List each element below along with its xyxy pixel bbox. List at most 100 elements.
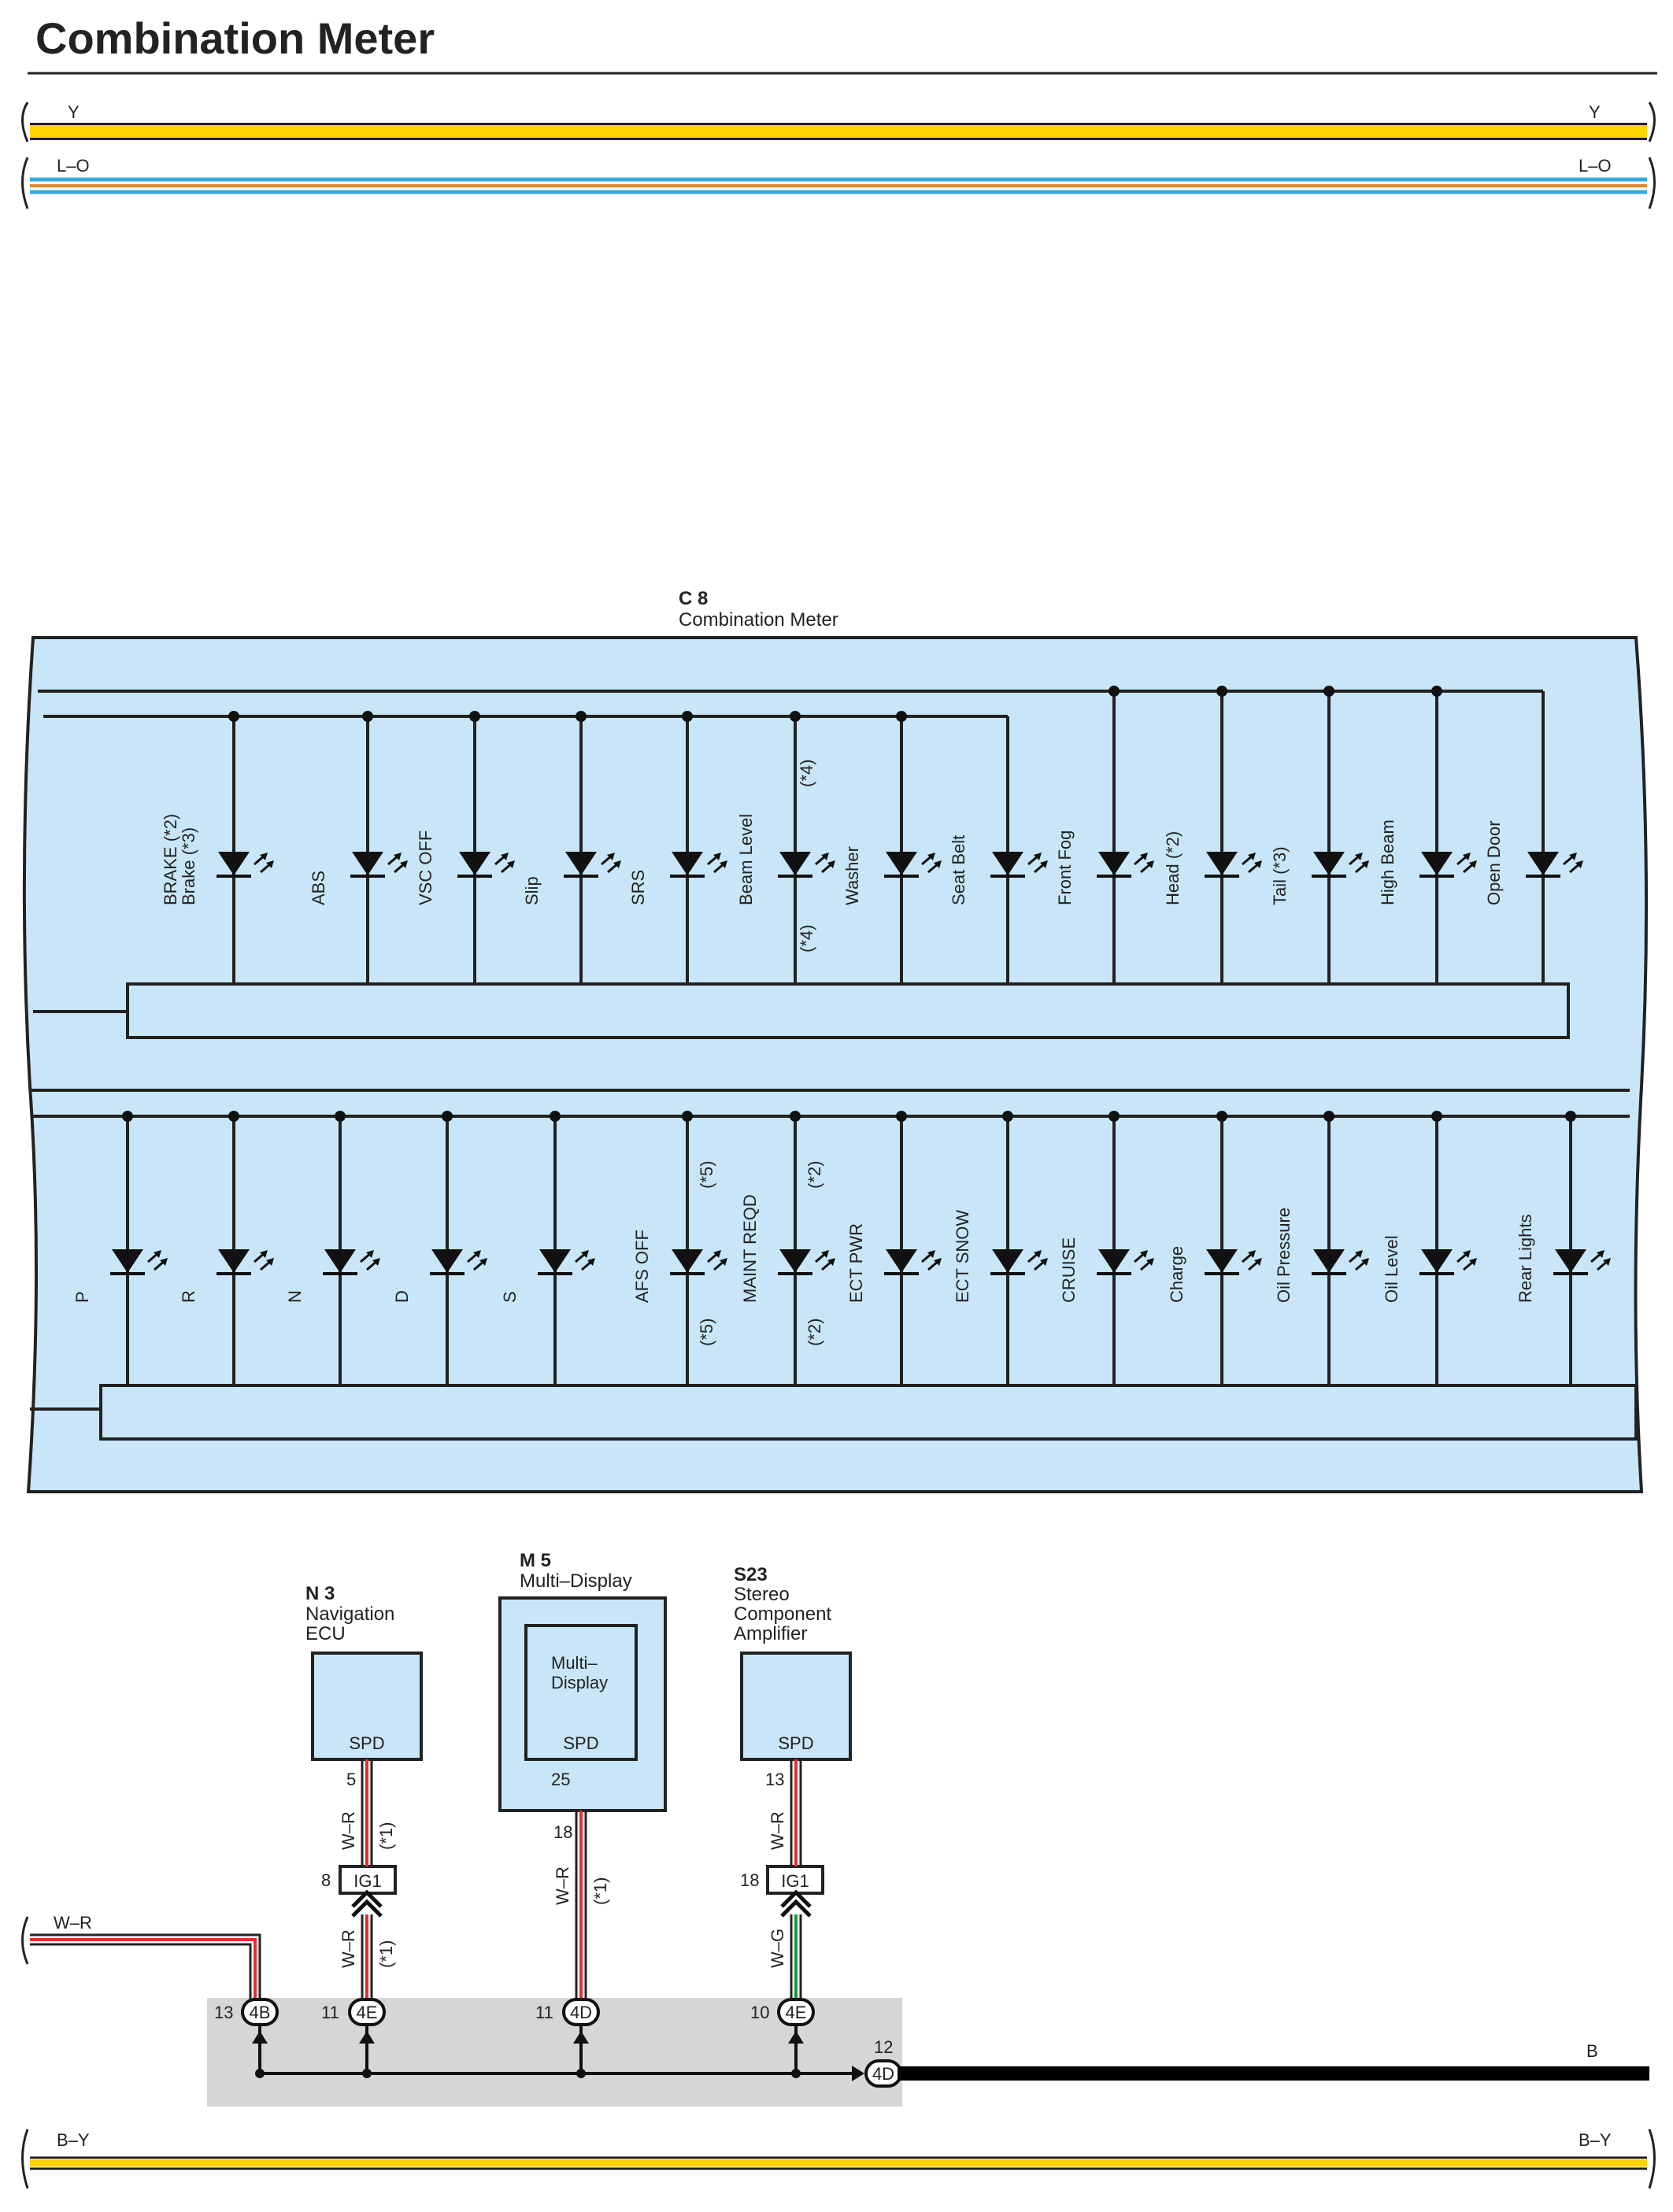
indicator-led-icon bbox=[110, 1249, 168, 1275]
top-indicator-label: Slip bbox=[522, 876, 542, 905]
junction-dot bbox=[1431, 1111, 1442, 1122]
n3-pin: 5 bbox=[346, 1770, 356, 1789]
junction-dot bbox=[1002, 1111, 1013, 1122]
junction-connector: 4E 10 bbox=[750, 1998, 815, 2078]
m5-note: (*1) bbox=[590, 1877, 610, 1905]
indicator-led-icon bbox=[217, 852, 274, 878]
bottom-wire-by: B–Y B–Y bbox=[21, 2129, 1656, 2189]
indicator-led-icon bbox=[564, 852, 621, 878]
bottom-indicator-label: Oil Pressure bbox=[1274, 1208, 1294, 1303]
ground-wire-b: B bbox=[898, 2041, 1649, 2081]
bottom-indicator-label: N bbox=[285, 1290, 305, 1303]
bottom-controller-bar bbox=[99, 1384, 1638, 1441]
junction-connector-pin: 13 bbox=[214, 2003, 233, 2022]
junction-dot bbox=[1431, 686, 1442, 697]
n3-lower-wire: W–R bbox=[339, 1929, 358, 1968]
indicator-led-icon bbox=[670, 852, 727, 878]
junction-dot bbox=[228, 1111, 239, 1122]
top-indicator-label: High Beam bbox=[1378, 819, 1397, 905]
left-wire-label: W–R bbox=[54, 1913, 92, 1933]
top-controller-bar bbox=[126, 982, 1570, 1039]
junction-dot bbox=[1109, 1111, 1120, 1122]
bottom-indicator-label: R bbox=[179, 1290, 198, 1303]
indicator-led-icon bbox=[217, 1249, 274, 1275]
s23-lower-wire: W–G bbox=[768, 1929, 787, 1968]
meter-code: C 8 bbox=[679, 588, 708, 609]
meter-body bbox=[22, 636, 1649, 1493]
top-indicator-label: ABS bbox=[309, 871, 328, 905]
s23-name-2: Component bbox=[734, 1604, 831, 1625]
indicator-led-icon bbox=[884, 1249, 942, 1275]
connector-chevron-icon bbox=[351, 1889, 383, 1908]
junction-connector-label: 4E bbox=[786, 2003, 807, 2022]
n3-ig-pin: 8 bbox=[321, 1870, 331, 1890]
indicator-led-icon bbox=[1097, 1249, 1154, 1275]
junction-connector-pin: 10 bbox=[750, 2003, 769, 2022]
s23-code: S23 bbox=[734, 1564, 768, 1585]
top-indicator-label: Beam Level bbox=[736, 814, 756, 905]
junction-dot bbox=[550, 1111, 561, 1122]
junction-connector-pin: 12 bbox=[874, 2037, 893, 2057]
top-indicator-label-2: Brake (*3) bbox=[179, 827, 198, 905]
junction-dot bbox=[335, 1111, 346, 1122]
top-indicator-label: Open Door bbox=[1484, 820, 1504, 905]
top-indicator-label: SRS bbox=[628, 870, 648, 905]
bottom-indicator-note: (*2) bbox=[805, 1161, 824, 1189]
indicator-led-icon bbox=[430, 1249, 487, 1275]
junction-dot bbox=[362, 711, 373, 722]
bottom-indicator-note: (*5) bbox=[697, 1319, 716, 1346]
bottom-indicator-label: S bbox=[500, 1291, 520, 1303]
junction-dot bbox=[1216, 1111, 1227, 1122]
wire-label-lo-right: L–O bbox=[1579, 156, 1612, 176]
indicator-led-icon bbox=[1419, 1249, 1477, 1275]
top-indicator-label: Head (*2) bbox=[1163, 831, 1183, 905]
indicator-led-icon bbox=[990, 1249, 1048, 1275]
s23-name-3: Amplifier bbox=[734, 1623, 807, 1644]
top-row-indicators: BRAKE (*2)Brake (*3) ABS VSC OFF Slip SRS Bea… bbox=[161, 686, 1583, 984]
junction-connector-pin: 11 bbox=[321, 2003, 339, 2022]
component-multi-display: M 5 Multi–Display Multi– Display SPD 25 … bbox=[498, 1550, 667, 1905]
junction-dot bbox=[576, 711, 587, 722]
junction-dot bbox=[442, 1111, 453, 1122]
n3-lower-note: (*1) bbox=[376, 1940, 396, 1968]
s23-name-1: Stereo bbox=[734, 1584, 790, 1605]
n3-name-1: Navigation bbox=[305, 1604, 394, 1625]
top-indicator-label: BRAKE (*2) bbox=[161, 814, 180, 905]
junction-connector-label: 4D bbox=[872, 2064, 894, 2084]
indicator-led-icon bbox=[1205, 1249, 1262, 1275]
junction-dot bbox=[1565, 1111, 1576, 1122]
ground-label: B bbox=[1586, 2041, 1598, 2061]
indicator-led-icon bbox=[990, 852, 1048, 878]
s23-ig-label: IG1 bbox=[781, 1871, 809, 1891]
indicator-led-icon bbox=[1097, 852, 1154, 878]
m5-code: M 5 bbox=[520, 1550, 551, 1571]
bottom-indicator-label: Charge bbox=[1167, 1246, 1186, 1303]
junction-dot bbox=[682, 711, 693, 722]
junction-dot bbox=[896, 1111, 907, 1122]
top-wire-y: Y Y bbox=[21, 102, 1656, 142]
top-indicator-label: Washer bbox=[842, 846, 862, 905]
junction-dot bbox=[1323, 686, 1334, 697]
junction-dot bbox=[682, 1111, 693, 1122]
junction-dot bbox=[228, 711, 239, 722]
meter-name: Combination Meter bbox=[679, 609, 838, 631]
junction-dot bbox=[1109, 686, 1120, 697]
n3-code: N 3 bbox=[305, 1583, 335, 1604]
arrow-up-icon bbox=[573, 2031, 589, 2044]
component-stereo-amplifier: S23 Stereo Component Amplifier SPD 13 W–… bbox=[734, 1564, 852, 1968]
indicator-led-icon bbox=[884, 852, 942, 878]
indicator-led-icon bbox=[457, 852, 515, 878]
component-wires bbox=[351, 1759, 812, 1999]
junction-dot bbox=[469, 711, 480, 722]
bottom-indicator-note: (*5) bbox=[697, 1161, 716, 1189]
m5-name: Multi–Display bbox=[520, 1570, 632, 1592]
s23-ig-pin: 18 bbox=[740, 1870, 759, 1890]
indicator-led-icon bbox=[778, 852, 835, 878]
top-indicator-label: VSC OFF bbox=[416, 830, 435, 905]
n3-terminal: SPD bbox=[349, 1733, 384, 1753]
junction-dot bbox=[122, 1111, 133, 1122]
